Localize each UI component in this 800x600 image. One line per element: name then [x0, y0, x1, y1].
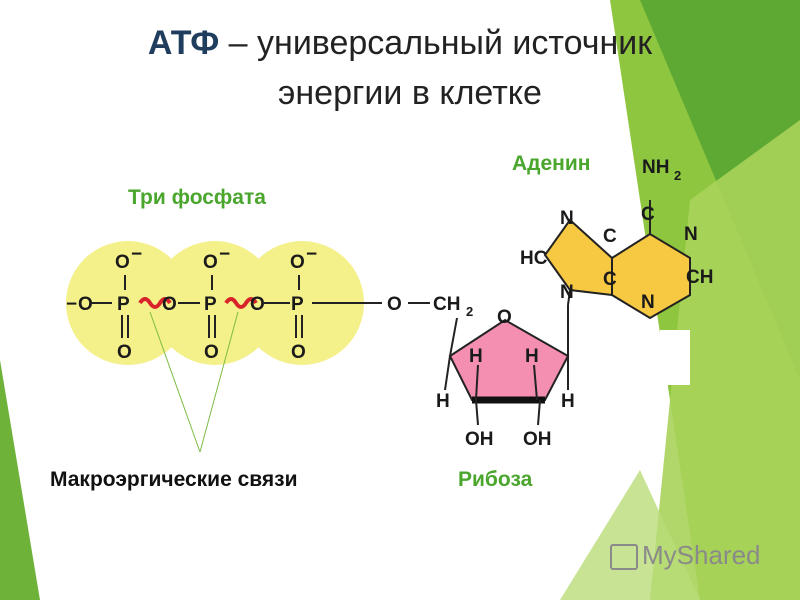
svg-text:HC: HC: [520, 248, 548, 269]
svg-text:O: O: [497, 307, 512, 328]
svg-text:OH: OH: [523, 429, 552, 450]
svg-text:N: N: [641, 292, 655, 313]
watermark-icon: [610, 544, 638, 571]
svg-text:O: O: [203, 252, 218, 273]
svg-text:C: C: [603, 269, 617, 290]
svg-text:O: O: [290, 252, 305, 273]
ribose-label: Рибоза: [458, 468, 533, 491]
phosphate-bonds: [90, 275, 430, 338]
adenine-label: Аденин: [512, 152, 591, 175]
svg-text:OH: OH: [465, 429, 494, 450]
phosphate-group: [66, 241, 364, 365]
phosphate-atoms: − O O − P O O O − P O O O − P O O CH 2: [66, 244, 473, 363]
svg-text:O: O: [387, 294, 402, 315]
svg-text:H: H: [436, 391, 450, 412]
svg-text:H: H: [561, 391, 575, 412]
title-abbr: АТФ: [147, 24, 220, 62]
svg-text:N: N: [560, 282, 574, 303]
svg-text:H: H: [525, 346, 539, 367]
phosphates-label: Три фосфата: [128, 186, 266, 209]
phosphate-circle-3: [240, 241, 364, 365]
svg-text:O: O: [204, 342, 219, 363]
macroergic-bond-1: [138, 297, 172, 309]
watermark-text: MyShared: [642, 540, 761, 570]
adenine-rings: N HC N C C C N CH N NH 2: [520, 157, 713, 320]
macroergic-label: Макроэргические связи: [50, 468, 298, 491]
svg-text:2: 2: [466, 304, 473, 319]
svg-text:H: H: [469, 346, 483, 367]
svg-text:−: −: [131, 244, 142, 265]
macroergic-pointer-lines: [149, 311, 239, 453]
title-line1: – универсальный источник: [219, 24, 653, 62]
svg-text:N: N: [560, 208, 574, 229]
svg-text:O: O: [78, 294, 93, 315]
svg-text:2: 2: [674, 168, 681, 183]
phosphate-circle-2: [153, 241, 277, 365]
svg-text:P: P: [117, 294, 130, 315]
svg-text:−: −: [66, 294, 77, 315]
svg-text:O: O: [115, 252, 130, 273]
svg-text:P: P: [204, 294, 217, 315]
svg-text:P: P: [291, 294, 304, 315]
svg-text:O: O: [291, 342, 306, 363]
svg-text:O: O: [162, 294, 177, 315]
svg-text:C: C: [603, 226, 617, 247]
watermark: MyShared: [610, 540, 761, 571]
phosphate-circle-1: [66, 241, 190, 365]
svg-text:NH: NH: [642, 157, 669, 178]
macroergic-bond-2: [224, 297, 258, 309]
svg-text:−: −: [306, 244, 317, 265]
ribose-ring: O H H H H OH OH: [436, 305, 575, 450]
svg-text:C: C: [641, 204, 655, 225]
svg-text:O: O: [117, 342, 132, 363]
title-line2: энергии в клетке: [278, 74, 542, 112]
svg-text:N: N: [684, 224, 698, 245]
svg-text:O: O: [250, 294, 265, 315]
svg-text:CH: CH: [433, 294, 460, 315]
svg-text:−: −: [219, 244, 230, 265]
page-title: АТФ – универсальный источник: [0, 24, 800, 63]
svg-text:CH: CH: [686, 267, 713, 288]
